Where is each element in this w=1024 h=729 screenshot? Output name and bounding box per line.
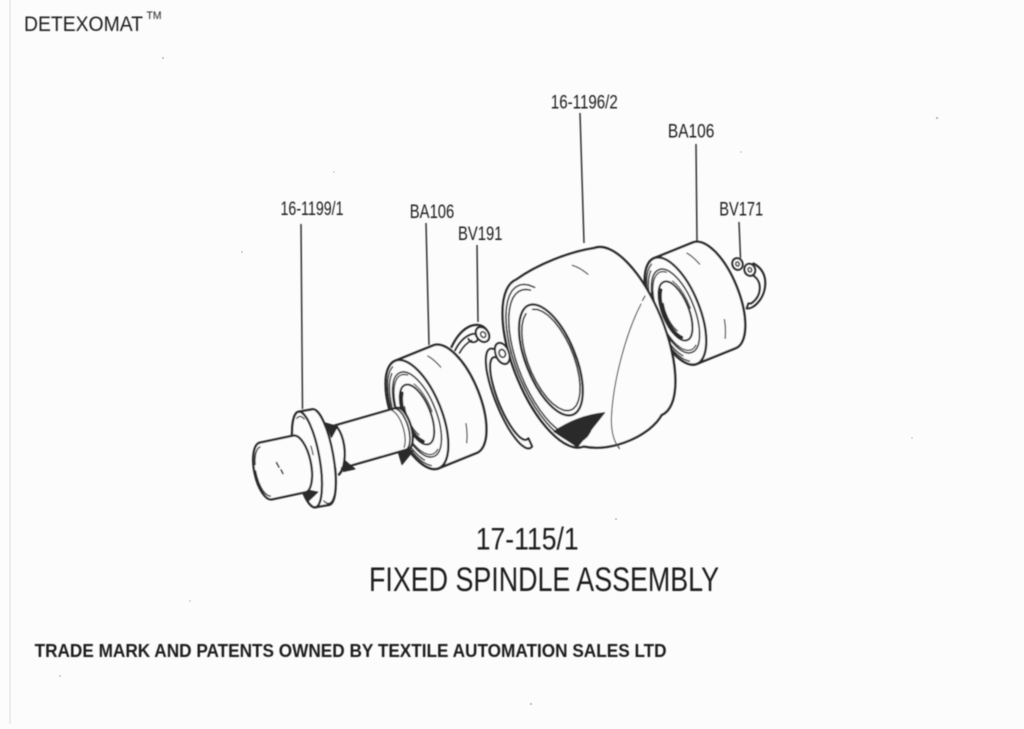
svg-text:16-1196/2: 16-1196/2 (551, 93, 618, 114)
svg-text:BV171: BV171 (719, 200, 763, 221)
svg-text:FIXED SPINDLE ASSEMBLY: FIXED SPINDLE ASSEMBLY (369, 561, 719, 599)
svg-text:BV191: BV191 (458, 224, 503, 245)
svg-text:TM: TM (147, 10, 162, 22)
svg-text:17-115/1: 17-115/1 (476, 521, 579, 557)
svg-text:TRADE MARK AND PATENTS OWNED B: TRADE MARK AND PATENTS OWNED BY TEXTILE … (35, 640, 667, 661)
svg-text:BA106: BA106 (668, 122, 714, 143)
svg-text:BA106: BA106 (410, 202, 455, 223)
svg-text:DETEXOMAT: DETEXOMAT (24, 12, 143, 36)
svg-text:16-1199/1: 16-1199/1 (281, 199, 344, 220)
